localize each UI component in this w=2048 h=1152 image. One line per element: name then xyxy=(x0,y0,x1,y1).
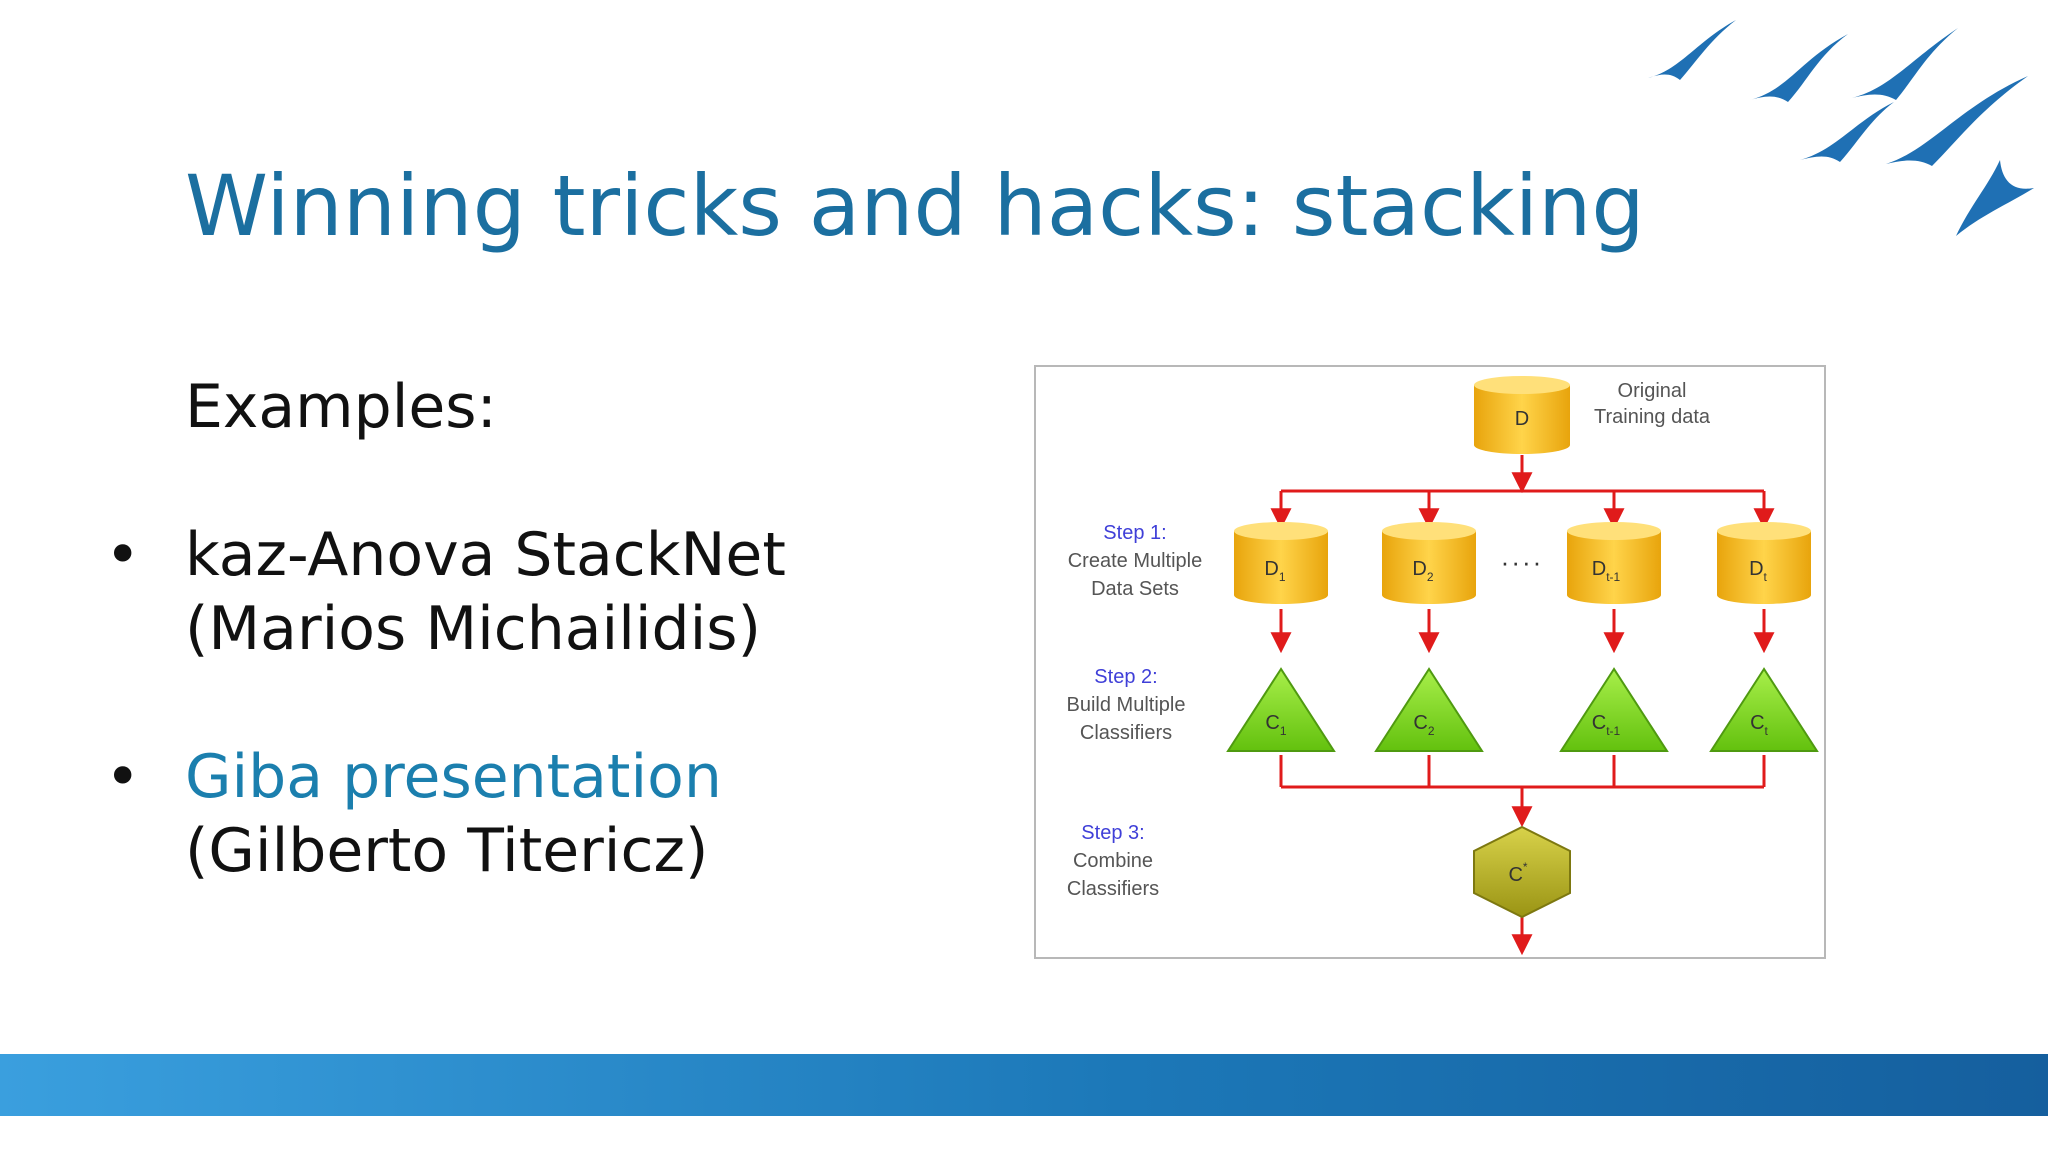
step2-line2: Classifiers xyxy=(1080,722,1172,744)
root-dataset-cylinder xyxy=(1474,376,1570,454)
classifier-label: Ct xyxy=(1750,712,1768,738)
root-caption-line1: Original xyxy=(1618,380,1687,402)
slide-body: Examples: • kaz-Anova StackNet (Marios M… xyxy=(100,370,920,962)
classifier-label: Ct-1 xyxy=(1592,712,1621,738)
dataset-cylinder xyxy=(1567,522,1661,604)
step1-line2: Data Sets xyxy=(1091,578,1179,600)
ellipsis-text: ···· xyxy=(1501,547,1544,577)
list-item: • Giba presentation (Gilberto Titericz) xyxy=(100,740,920,888)
dataset-cylinder xyxy=(1717,522,1811,604)
footer-bar xyxy=(0,1054,2048,1116)
slide-title: Winning tricks and hacks: stacking xyxy=(185,157,1645,255)
list-item: • kaz-Anova StackNet (Marios Michailidis… xyxy=(100,518,920,666)
classifier-triangle xyxy=(1559,667,1669,752)
stacking-diagram: D Original Training data Step 1: Create … xyxy=(1034,365,1826,959)
root-dataset-label: D xyxy=(1515,408,1529,430)
step3-heading: Step 3: xyxy=(1081,822,1144,844)
step3-line2: Classifiers xyxy=(1067,878,1159,900)
step1-line1: Create Multiple xyxy=(1068,550,1203,572)
classifier-triangle xyxy=(1709,667,1819,752)
stacknet-title: kaz-Anova StackNet xyxy=(185,520,786,590)
classifier-triangle xyxy=(1374,667,1484,752)
dataset-cylinder xyxy=(1382,522,1476,604)
root-caption-line2: Training data xyxy=(1594,406,1711,428)
examples-label: Examples: xyxy=(185,372,497,442)
dataset-cylinder xyxy=(1234,522,1328,604)
classifier-label: C2 xyxy=(1413,712,1434,738)
stacking-diagram-svg: D Original Training data Step 1: Create … xyxy=(1067,376,1819,956)
classifier-triangle xyxy=(1226,667,1336,752)
seagulls-logo xyxy=(1648,20,2034,236)
combined-classifier-label: C* xyxy=(1508,860,1527,886)
stacknet-author: (Marios Michailidis) xyxy=(185,594,761,664)
giba-author: (Gilberto Titericz) xyxy=(185,816,709,886)
dataset-label: D1 xyxy=(1264,558,1285,584)
dataset-label: Dt-1 xyxy=(1592,558,1621,584)
classifier-label: C1 xyxy=(1265,712,1286,738)
connector-lines xyxy=(1270,455,1775,956)
step1-heading: Step 1: xyxy=(1103,522,1166,544)
dataset-label: D2 xyxy=(1412,558,1433,584)
giba-presentation-link[interactable]: Giba presentation xyxy=(185,742,722,812)
dataset-label: Dt xyxy=(1749,558,1767,584)
step2-line1: Build Multiple xyxy=(1067,694,1186,716)
bullet-glyph: • xyxy=(105,520,141,590)
combined-classifier-hexagon xyxy=(1473,825,1571,919)
step2-heading: Step 2: xyxy=(1094,666,1157,688)
bullet-glyph: • xyxy=(105,742,141,812)
step3-line1: Combine xyxy=(1073,850,1153,872)
